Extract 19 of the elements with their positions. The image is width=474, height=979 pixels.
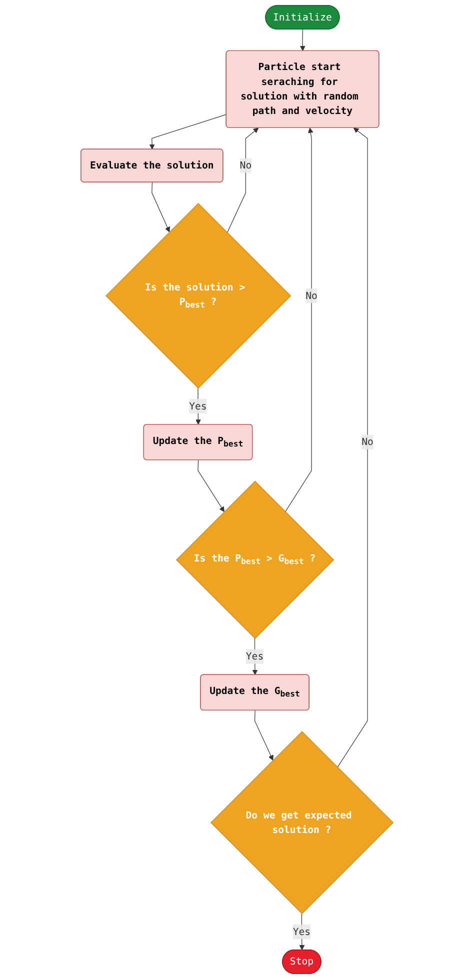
- edge-label: No: [306, 290, 318, 302]
- node-diamond: Is the solution > P$_{best}$ ?: [106, 203, 292, 389]
- node-diamond: Do we get expected solution ?: [210, 731, 394, 914]
- arrow: [285, 128, 314, 512]
- arrow: [149, 114, 227, 150]
- arrow: [226, 128, 259, 233]
- edge-label: No: [362, 436, 374, 448]
- arrow: [254, 710, 274, 761]
- arrow: [300, 29, 306, 52]
- edge-label: Yes: [189, 400, 207, 412]
- node-diamond: Is the P$_{best}$ > G$_{best}$ ?: [176, 480, 334, 639]
- arrow: [196, 388, 201, 425]
- arrow: [152, 182, 170, 232]
- arrow: [198, 460, 224, 512]
- edge-label: No: [240, 159, 252, 172]
- arrow: [337, 128, 368, 768]
- edge-label: Yes: [246, 650, 264, 662]
- edge-label: Yes: [292, 926, 311, 938]
- arrow: [299, 913, 305, 950]
